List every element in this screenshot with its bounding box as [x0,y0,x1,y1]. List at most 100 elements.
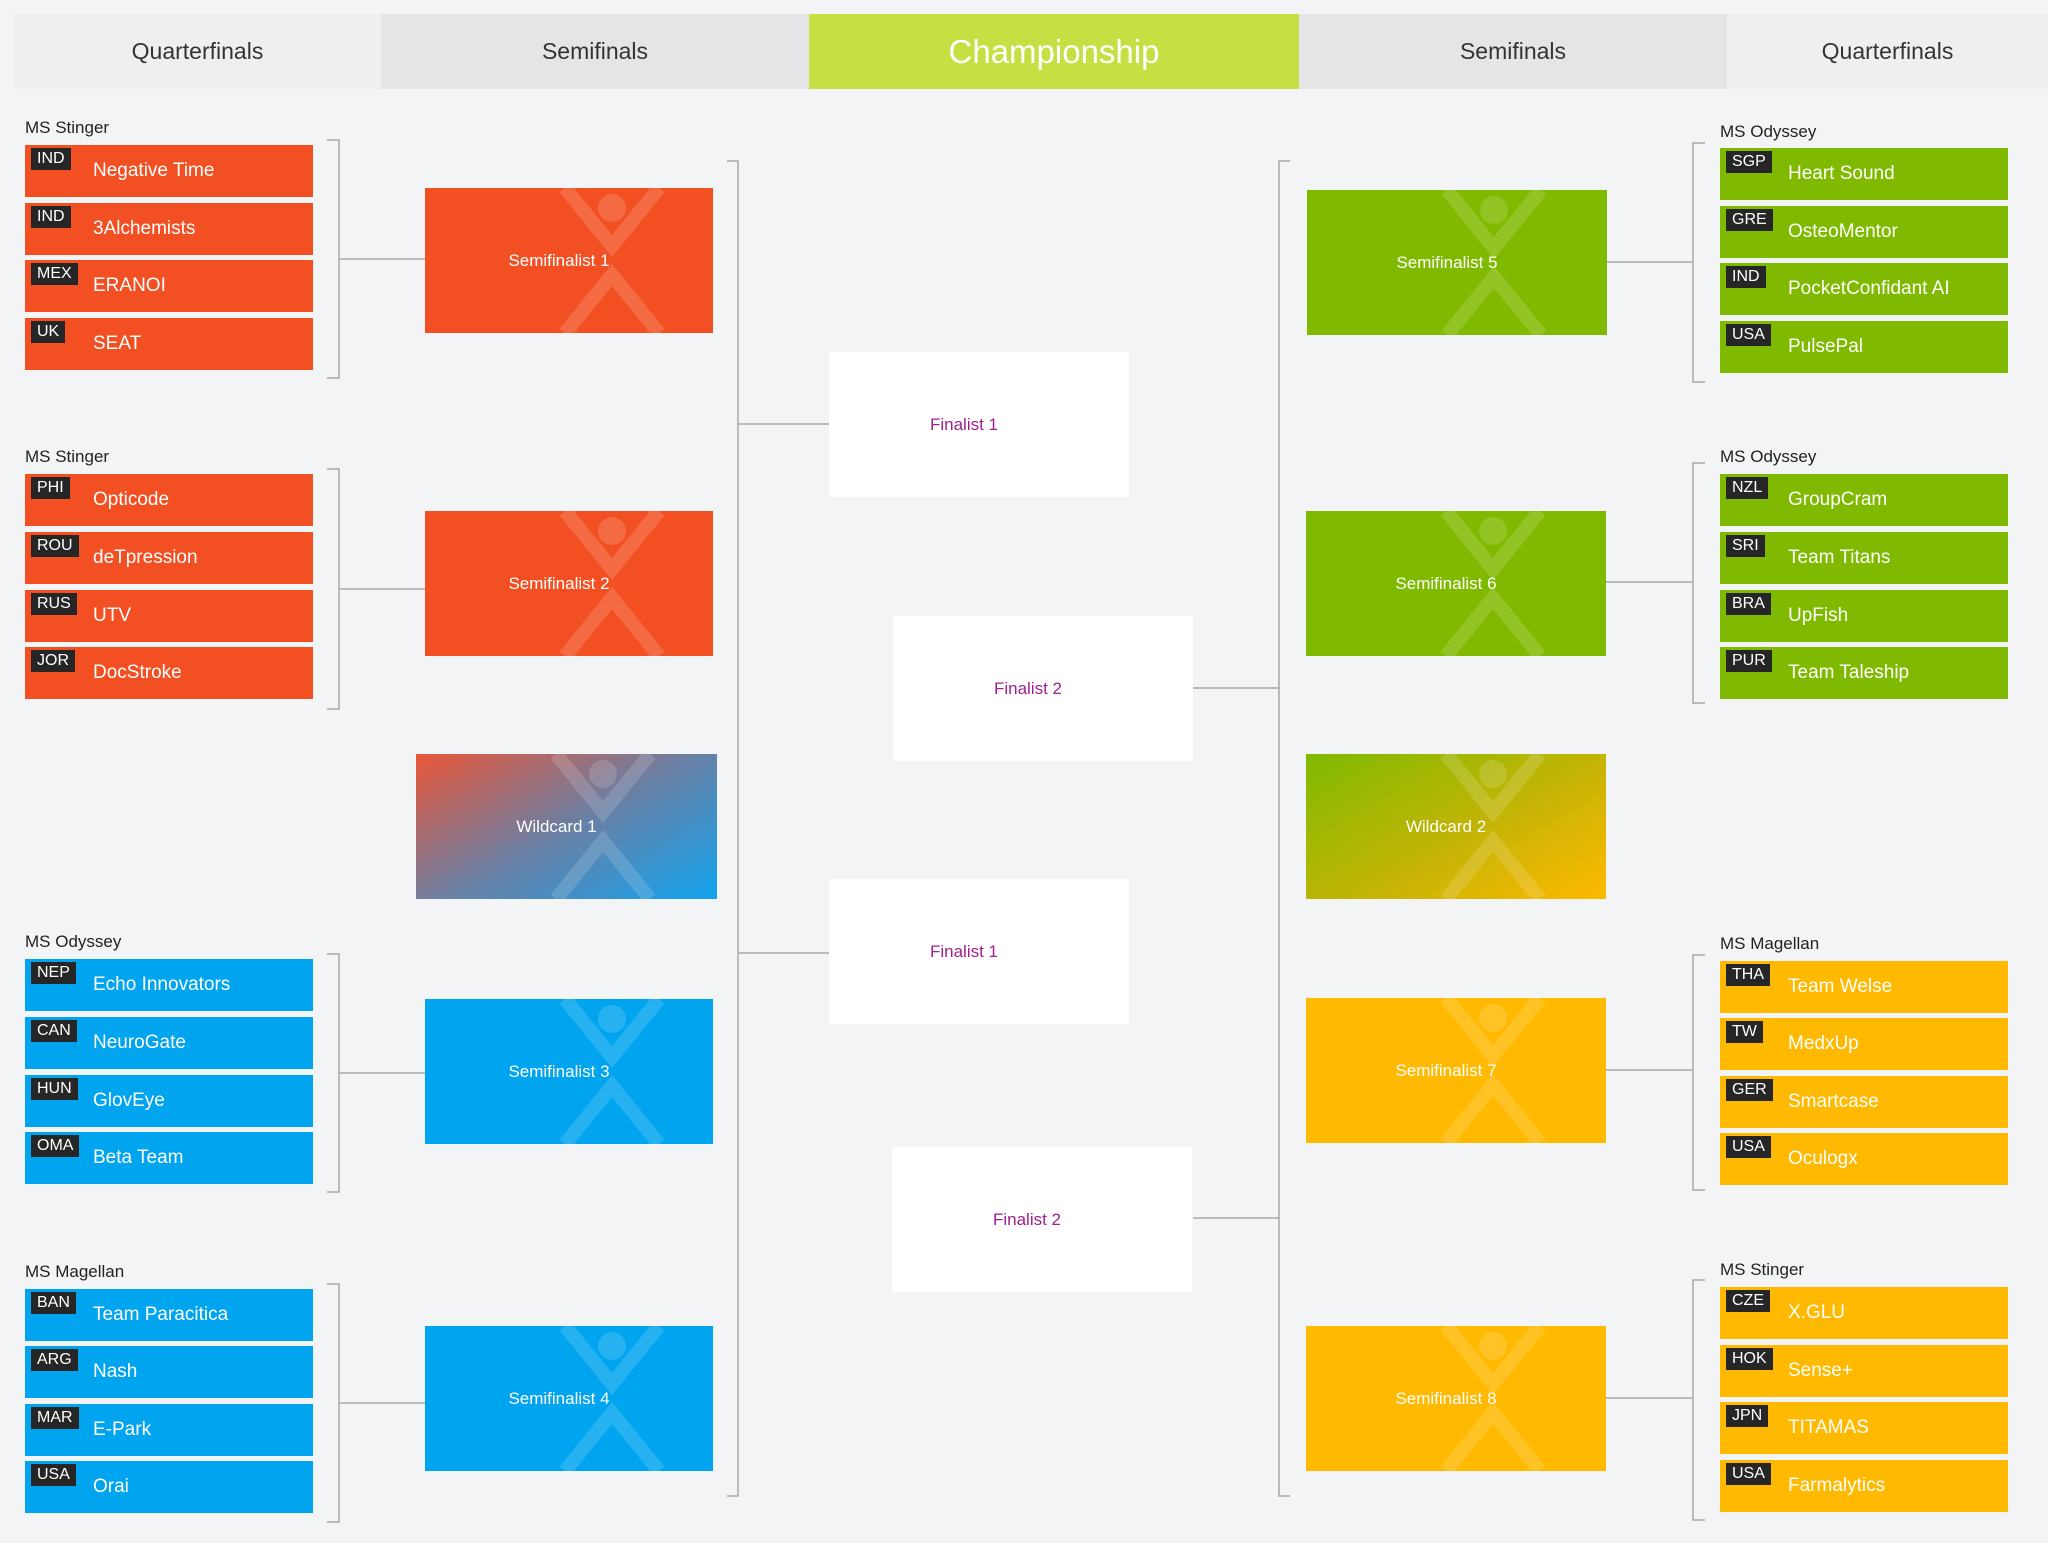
team-row[interactable]: CAN NeuroGate [25,1017,313,1069]
group-label: MS Odyssey [1720,122,1817,141]
semifinalist-label: Semifinalist 6 [1395,573,1497,593]
country-code-badge: USA [1726,1136,1771,1158]
group-label: MS Stinger [25,118,110,137]
team-name: Team Welse [1788,976,1893,997]
country-code-badge: CAN [31,1020,77,1042]
semifinalist-2-card[interactable]: Semifinalist 2 [425,511,713,656]
team-name: UTV [93,605,131,626]
team-name: Smartcase [1788,1091,1879,1112]
watermark-icon [559,188,665,333]
country-code-badge: GRE [1726,209,1773,231]
semifinalist-7-card[interactable]: Semifinalist 7 [1306,998,1606,1143]
team-name: Beta Team [93,1147,184,1168]
team-row[interactable]: GRE OsteoMentor [1720,206,2008,258]
team-name: Negative Time [93,160,215,181]
country-code-badge: OMA [31,1135,80,1157]
team-name: PocketConfidant AI [1788,278,1950,299]
wildcard-2-card[interactable]: Wildcard 2 [1306,754,1606,899]
semifinalist-label: Semifinalist 1 [508,250,610,270]
country-code-badge: CZE [1726,1290,1770,1312]
team-row[interactable]: HUN GlovEye [25,1075,313,1127]
finalist-label: Finalist 1 [929,414,999,434]
team-name: Orai [93,1476,129,1497]
country-code-badge: SRI [1726,535,1765,557]
team-row[interactable]: USA Farmalytics [1720,1460,2008,1512]
semifinalist-5-card[interactable]: Semifinalist 5 [1307,190,1607,335]
team-name: OsteoMentor [1788,221,1898,242]
team-row[interactable]: JOR DocStroke [25,647,313,699]
semifinalist-6-card[interactable]: Semifinalist 6 [1306,511,1606,656]
group-label: MS Stinger [25,447,110,466]
country-code-badge: USA [1726,1463,1771,1485]
team-name: Team Paracitica [93,1304,229,1325]
team-row[interactable]: BAN Team Paracitica [25,1289,313,1341]
country-code-badge: JOR [31,650,75,672]
team-row[interactable]: USA Oculogx [1720,1133,2008,1185]
watermark-icon [1440,1326,1546,1471]
watermark-icon [1440,998,1546,1143]
country-code-badge: HOK [1726,1348,1773,1370]
header-left-semifinals: Semifinals [381,14,809,89]
country-code-badge: HUN [31,1078,78,1100]
finalist-card[interactable]: Finalist 1 [829,352,1129,497]
team-row[interactable]: IND PocketConfidant AI [1720,263,2008,315]
group-label: MS Magellan [1720,934,1820,953]
team-name: TITAMAS [1788,1417,1869,1438]
team-name: DocStroke [93,662,182,683]
semifinalist-4-card[interactable]: Semifinalist 4 [425,1326,713,1471]
semifinalist-label: Semifinalist 5 [1396,252,1498,272]
watermark-icon [1440,754,1546,899]
country-code-badge: NEP [31,962,76,984]
country-code-badge: BRA [1726,593,1771,615]
watermark-icon [550,754,656,899]
team-name: NeuroGate [93,1032,186,1053]
country-code-badge: TW [1726,1021,1763,1043]
country-code-badge: PHI [31,477,70,499]
team-row[interactable]: OMA Beta Team [25,1132,313,1184]
semifinalist-3-card[interactable]: Semifinalist 3 [425,999,713,1144]
team-row[interactable]: BRA UpFish [1720,590,2008,642]
wildcard-label: Wildcard 1 [516,816,597,836]
team-name: Team Taleship [1788,662,1910,683]
semifinalist-8-card[interactable]: Semifinalist 8 [1306,1326,1606,1471]
wildcard-1-card[interactable]: Wildcard 1 [416,754,717,899]
finalist-card[interactable]: Finalist 2 [892,1147,1192,1292]
group-label: MS Odyssey [1720,447,1817,466]
finalist-card[interactable]: Finalist 2 [893,616,1193,761]
team-name: UpFish [1788,605,1849,626]
team-name: GlovEye [93,1090,165,1111]
team-row[interactable]: PUR Team Taleship [1720,647,2008,699]
finalist-card[interactable]: Finalist 1 [829,879,1129,1024]
country-code-badge: IND [31,206,71,228]
country-code-badge: IND [1726,266,1766,288]
country-code-badge: ROU [31,535,79,557]
team-name: Farmalytics [1788,1475,1886,1496]
country-code-badge: PUR [1726,650,1772,672]
team-name: Oculogx [1788,1148,1858,1169]
semifinalist-1-card[interactable]: Semifinalist 1 [425,188,713,333]
country-code-badge: BAN [31,1292,76,1314]
